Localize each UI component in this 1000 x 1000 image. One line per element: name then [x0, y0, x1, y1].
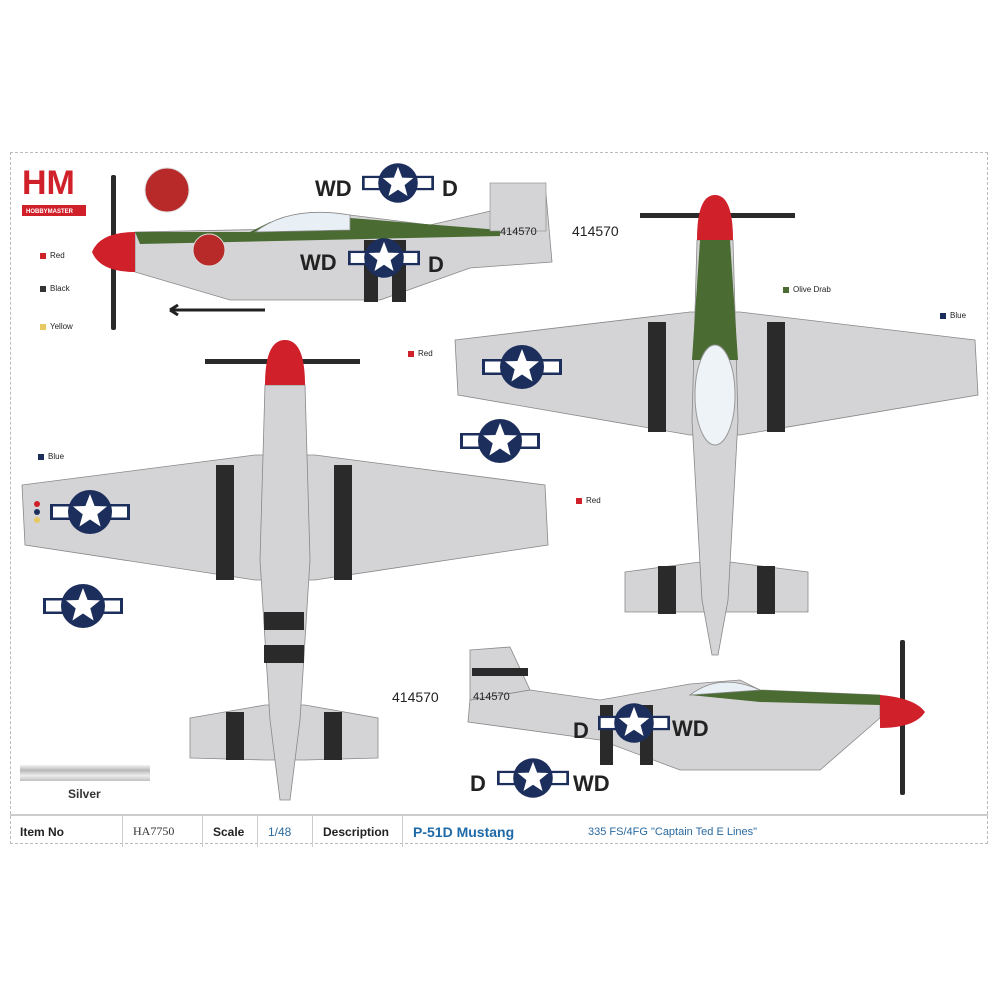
info-footer: Item No HA7750 Scale 1/48 Description P-… — [10, 814, 988, 847]
side-view-left: WD D WD D 414570 414570 — [92, 163, 619, 330]
letter-marking: D — [470, 771, 486, 796]
red-swatch — [408, 350, 414, 357]
callout-yellow: Yellow — [40, 322, 73, 331]
callout-label: Red — [50, 251, 65, 260]
callout-label: Black — [50, 284, 70, 293]
serial-marking: 414570 — [500, 226, 537, 238]
sheet-frame — [10, 152, 988, 844]
callout-label: Blue — [48, 452, 65, 461]
black-swatch — [40, 285, 46, 292]
olive-drab-swatch — [783, 286, 789, 293]
letter-marking: D — [442, 176, 458, 201]
item-no-label: Item No — [10, 816, 123, 847]
callout-red: Red — [576, 496, 601, 505]
blue-swatch — [940, 312, 946, 319]
letter-marking: D — [428, 252, 444, 277]
model-subtitle: 335 FS/4FG "Captain Ted E Lines" — [588, 825, 758, 838]
top-view — [454, 195, 979, 656]
code-marking: WD — [315, 176, 352, 201]
side-view-right: D WD D WD 414570 414570 — [392, 640, 925, 798]
item-no-value: HA7750 — [123, 816, 203, 847]
callout-label: Olive Drab — [793, 285, 831, 294]
scale-label: Scale — [203, 816, 258, 847]
code-marking: WD — [672, 716, 709, 741]
callout-olive-drab: Olive Drab — [783, 285, 831, 294]
serial-marking: 414570 — [572, 223, 619, 239]
red-swatch — [576, 497, 582, 504]
serial-marking: 414570 — [392, 689, 439, 705]
callout-label: Yellow — [50, 322, 73, 331]
callout-label: Red — [586, 496, 601, 505]
code-marking: WD — [300, 250, 337, 275]
callout-blue: Blue — [38, 452, 64, 461]
yellow-swatch — [40, 323, 46, 330]
callout-red: Red — [408, 349, 433, 358]
hobbymaster-logo: HM HOBBYMASTER — [22, 164, 86, 216]
red-swatch — [40, 252, 46, 259]
logo-subtext: HOBBYMASTER — [26, 209, 74, 215]
logo-text: HM — [22, 164, 75, 202]
letter-marking: D — [573, 718, 589, 743]
callout-red: Red — [40, 251, 65, 260]
bottom-view — [21, 340, 549, 801]
silver-label: Silver — [68, 787, 101, 801]
callout-label: Blue — [950, 311, 967, 320]
serial-marking: 414570 — [473, 691, 510, 703]
blue-swatch — [38, 453, 44, 460]
code-marking: WD — [573, 771, 610, 796]
scale-value: 1/48 — [258, 816, 313, 847]
silver-swatch — [20, 765, 150, 781]
callout-blue: Blue — [940, 311, 966, 320]
callout-label: Red — [418, 349, 433, 358]
model-name: P-51D Mustang — [413, 823, 515, 840]
callout-black: Black — [40, 284, 70, 293]
description-label: Description — [313, 816, 403, 847]
